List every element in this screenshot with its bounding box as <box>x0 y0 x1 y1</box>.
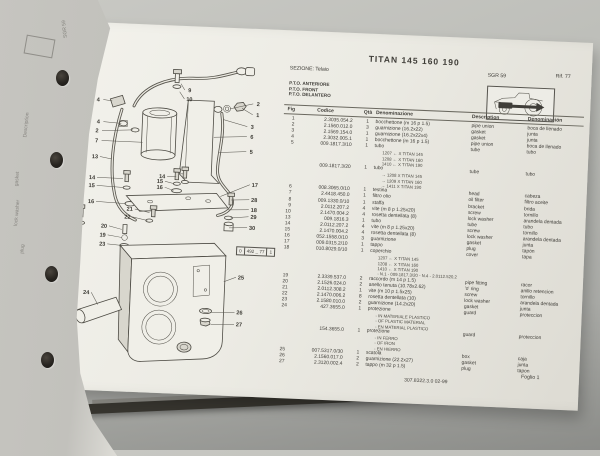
diagram-label: 20 <box>101 224 107 230</box>
prev-page-fragment: Description <box>22 112 31 138</box>
diagram-label: 17 <box>252 183 258 189</box>
diagram-label: 21 <box>126 207 132 213</box>
diagram-label: 16 <box>156 185 162 191</box>
label-leader-line <box>107 244 121 246</box>
diagram-label: 19 <box>99 233 105 239</box>
label-leader-line <box>97 185 124 187</box>
diagram-label: 13 <box>92 154 98 160</box>
diagram-label: 25 <box>238 275 244 281</box>
label-leader-line <box>100 156 112 159</box>
label-leader-line <box>230 216 248 219</box>
label-leader-line <box>91 292 98 304</box>
label-leader-line <box>179 92 184 99</box>
label-leader-line <box>109 226 122 230</box>
cell-qty: 1 <box>358 166 374 173</box>
binding-hole <box>56 70 69 86</box>
prev-page-fragment: lock washer <box>13 200 21 227</box>
label-leader-line <box>219 150 246 153</box>
diagram-label: 7 <box>95 138 98 144</box>
label-leader-line <box>96 201 126 203</box>
diagram-label: 24 <box>83 290 90 296</box>
prev-page-figure-box <box>24 35 56 59</box>
label-leader-line <box>165 181 174 183</box>
prev-page-fragment: gasket <box>14 171 21 186</box>
label-leader-line <box>231 199 249 201</box>
cell-qty: 1 <box>358 144 374 151</box>
cell-qty: 1 <box>354 248 370 255</box>
label-leader-line <box>223 120 247 127</box>
binding-hole <box>41 352 54 368</box>
label-leader-line <box>214 135 247 138</box>
label-leader-line <box>242 108 253 114</box>
parts-table: Fig Codice Qtà Denominazione Description… <box>273 104 584 378</box>
diagram-label: 6 <box>250 135 253 141</box>
document-code: 307.8322.3.0 02-99 <box>351 375 501 387</box>
binding-hole <box>50 152 63 168</box>
cell-qty: 1 <box>351 328 367 335</box>
binding-hole <box>45 266 58 282</box>
diagram-label: 30 <box>249 226 255 232</box>
diagram-label: 18 <box>251 208 257 214</box>
exploded-parts-drawing: 9102143426751314151614151728161821293122… <box>61 51 296 372</box>
diagram-label: 26 <box>236 310 242 316</box>
diagram-label: 9 <box>188 88 191 94</box>
sgr-label: SGR 59 <box>488 73 507 80</box>
diagram-label: 14 <box>89 175 96 181</box>
label-leader-line <box>97 177 123 178</box>
rif-label: Rif. 77 <box>556 73 571 80</box>
label-leader-line <box>224 277 236 282</box>
prev-page-fragment: plug <box>19 244 26 254</box>
diagram-label: 22 <box>124 215 130 221</box>
cell-qty: 2 <box>349 362 365 369</box>
diagram-label: 5 <box>250 150 253 156</box>
sheet-number: Foglio 1 <box>521 374 540 381</box>
label-leader-line <box>102 141 143 143</box>
diagram-label: 28 <box>251 198 257 204</box>
cell-code: 2.3120.002.4 <box>287 360 349 369</box>
diagram-label: 4 <box>97 97 101 103</box>
label-leader-line <box>181 84 185 90</box>
diagram-label: 2 <box>95 128 98 134</box>
page-title: TITAN 145 160 190 <box>294 51 534 71</box>
diagram-label: 27 <box>236 322 242 328</box>
pto-line-es: P.T.O. DELANTERO <box>289 91 331 98</box>
diagram-label: 1 <box>256 113 259 119</box>
label-leader-line <box>108 235 122 238</box>
cell-qty: 1 <box>352 306 368 313</box>
diagram-label: 15 <box>88 183 94 189</box>
diagram-label: 29 <box>250 215 256 221</box>
catalog-page: TITAN 145 160 190 SEZIONE: Telaio SGR 59… <box>50 21 593 411</box>
diagram-label: 4 <box>97 119 101 125</box>
diagram-label: 16 <box>88 199 94 205</box>
diagram-label: 10 <box>186 97 192 103</box>
diagram-label: 3 <box>251 125 254 131</box>
cell-desc: plug <box>461 367 517 375</box>
diagram-label: 23 <box>99 242 105 248</box>
prev-page-fragment: SGR 59 <box>61 20 69 38</box>
col-qta: Qtà <box>360 108 376 117</box>
diagram-label: 2 <box>257 102 260 108</box>
